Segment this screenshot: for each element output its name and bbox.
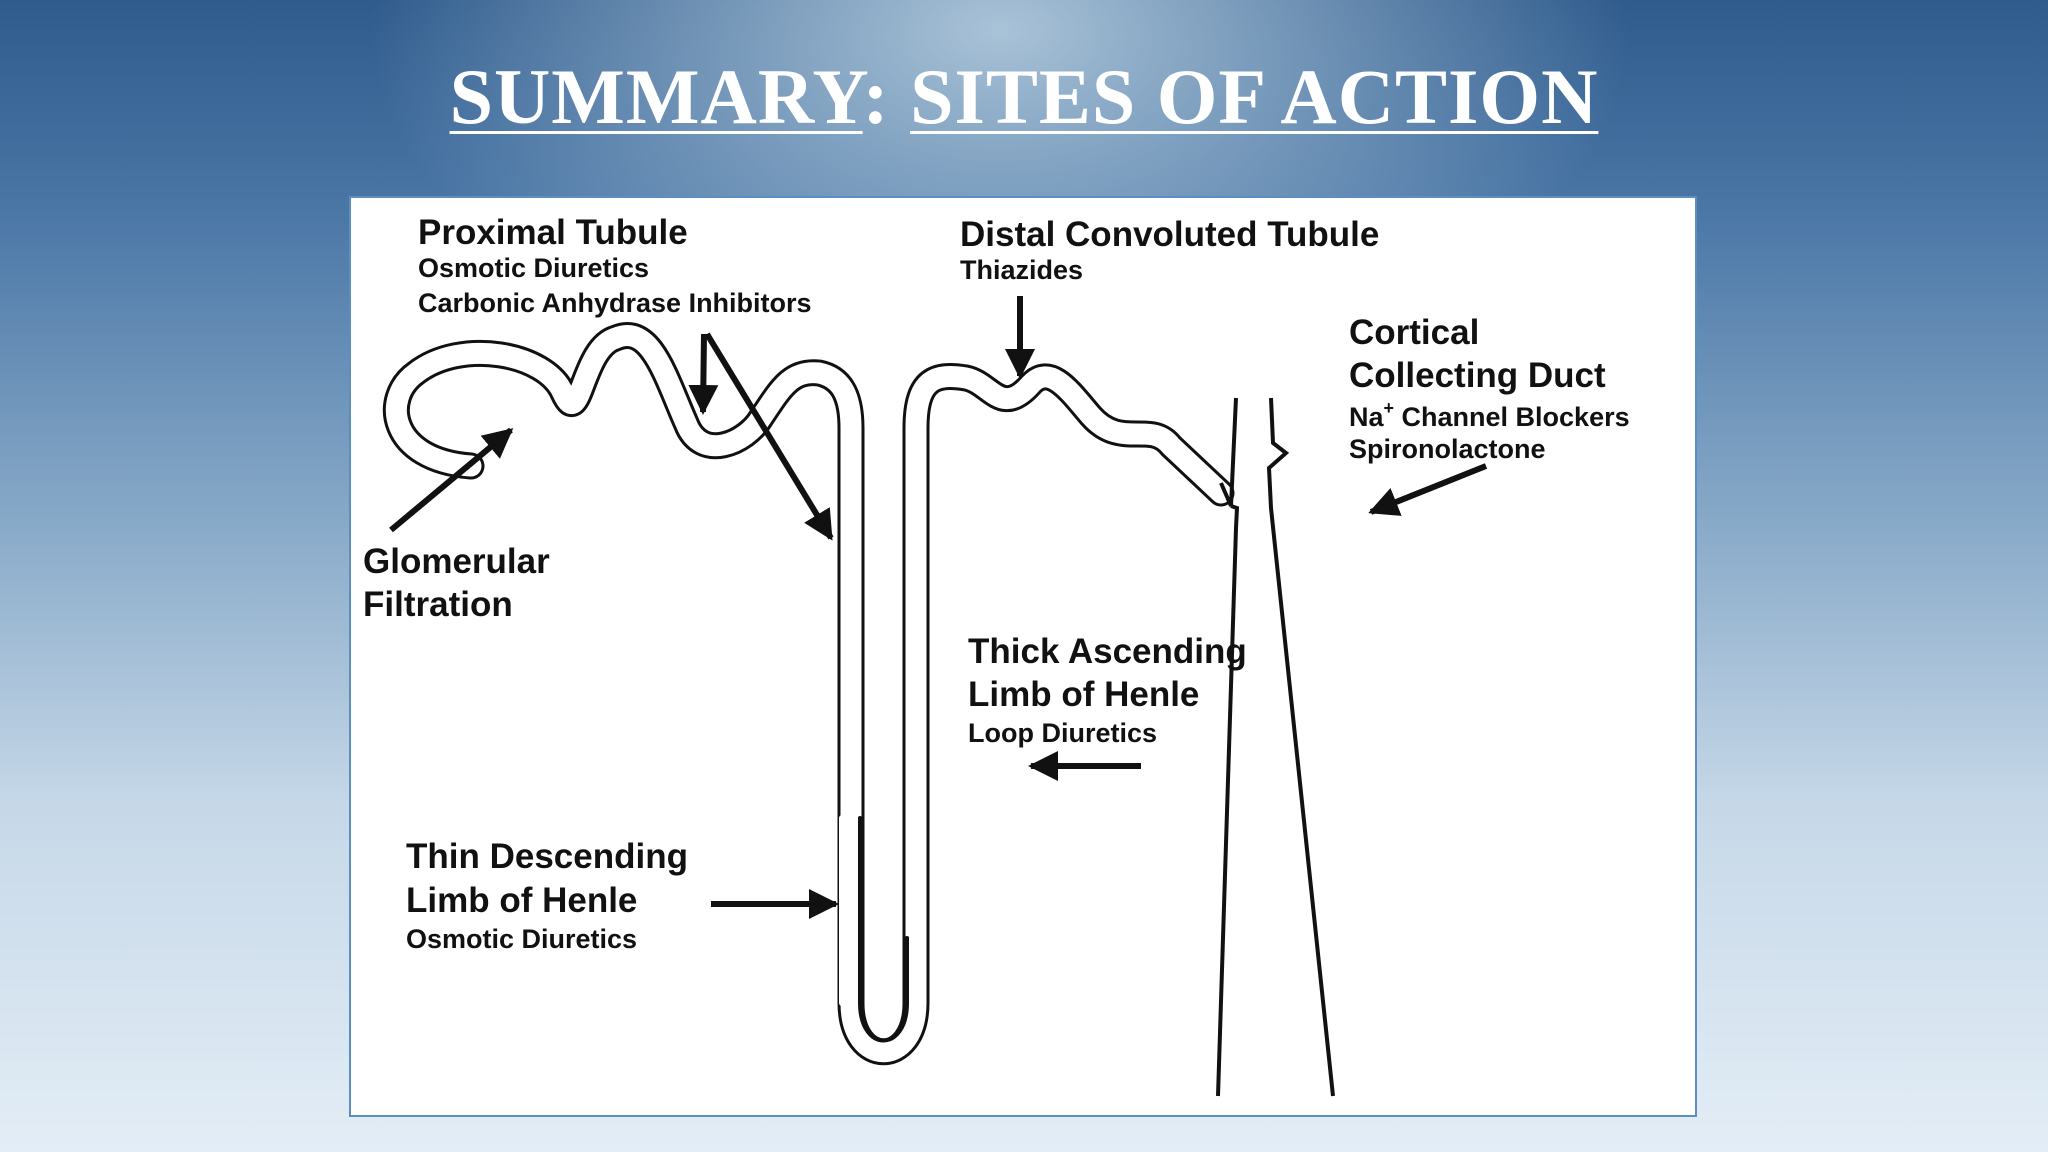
nephron-diagram: Proximal Tubule Osmotic Diuretics Carbon…: [349, 196, 1697, 1117]
slide-title: SUMMARY: SITES OF ACTION: [0, 58, 2048, 136]
title-summary: SUMMARY: [449, 53, 863, 140]
glomerular-arrow: [389, 427, 514, 533]
label-filtration: Filtration: [363, 585, 513, 624]
carbonic-arrow-1: [688, 333, 719, 415]
arrows: [389, 296, 1488, 919]
title-colon: :: [862, 53, 890, 140]
label-glomerular: Glomerular: [363, 542, 550, 581]
na-text: Na: [1349, 402, 1384, 432]
na-superscript: +: [1383, 398, 1395, 418]
label-collecting-duct: Collecting Duct: [1349, 356, 1606, 395]
label-proximal-tubule: Proximal Tubule: [418, 213, 688, 252]
tubule-lumen: [385, 325, 1232, 1063]
label-thin-descending: Thin Descending: [406, 837, 688, 876]
label-thick-ascending: Thick Ascending: [968, 632, 1247, 671]
label-spironolactone: Spironolactone: [1349, 434, 1546, 464]
label-osmotic-diuretics-thin: Osmotic Diuretics: [406, 924, 638, 954]
title-sites-of-action: SITES OF ACTION: [910, 53, 1599, 140]
label-osmotic-diuretics-proximal: Osmotic Diuretics: [418, 253, 650, 283]
label-cortical: Cortical: [1349, 313, 1480, 352]
label-thiazides: Thiazides: [960, 255, 1084, 285]
label-limb-of-henle-thick: Limb of Henle: [968, 675, 1200, 714]
nephron-tubule: [382, 322, 1235, 1066]
label-loop-diuretics: Loop Diuretics: [968, 718, 1158, 748]
label-limb-of-henle-thin: Limb of Henle: [406, 881, 638, 920]
label-distal-convoluted-tubule: Distal Convoluted Tubule: [960, 215, 1380, 254]
channel-blockers-text: Channel Blockers: [1394, 402, 1630, 432]
collecting-duct-arrow: [1368, 463, 1488, 516]
label-na-channel-blockers: Na+ Channel Blockers: [1349, 398, 1630, 433]
collecting-duct-right-wall: [1266, 397, 1335, 1097]
thin-loop-inner: [858, 816, 909, 1043]
carbonic-arrow-2: [704, 332, 834, 541]
label-carbonic-anhydrase-inhibitors: Carbonic Anhydrase Inhibitors: [418, 288, 812, 318]
nephron-drawing: [382, 296, 1488, 1097]
collecting-duct-left-wall: [1216, 504, 1240, 1097]
collecting-duct: [1216, 397, 1335, 1097]
